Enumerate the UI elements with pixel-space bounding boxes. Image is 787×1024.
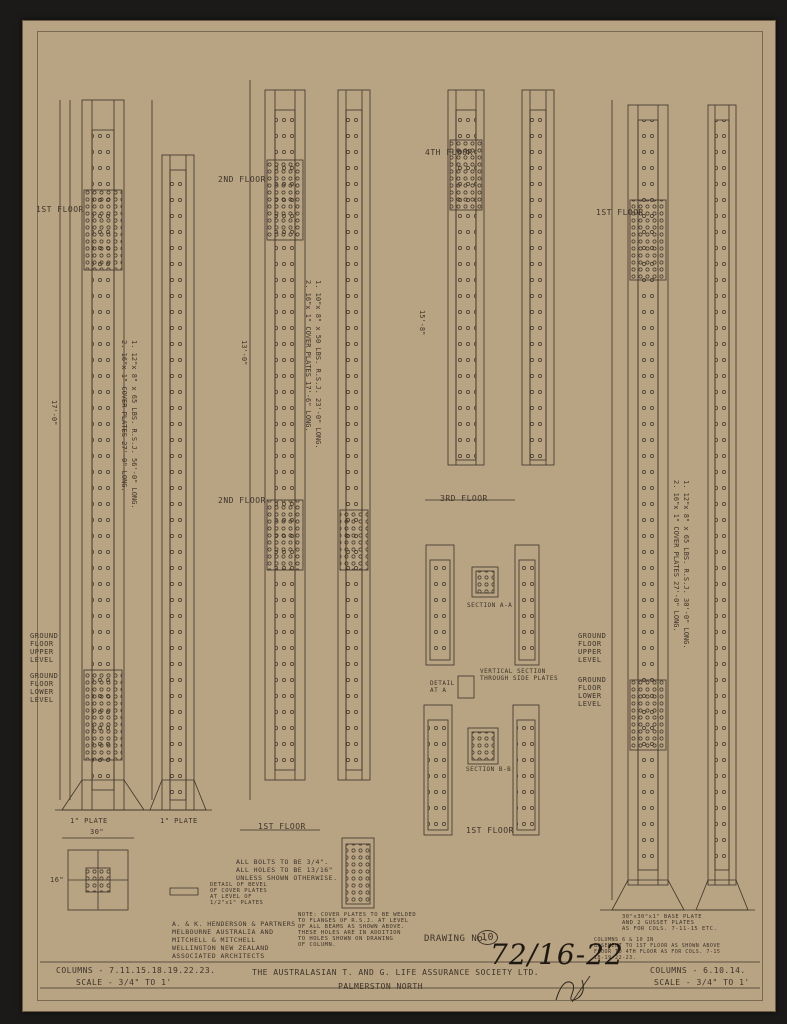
- bevel-notes: DETAIL OF BEVEL OF COVER PLATES AT LEVEL…: [210, 882, 267, 906]
- architect-line: MELBOURNE AUSTRALIA AND: [172, 928, 274, 936]
- ground-lower-label-left: GROUND FLOOR LOWER LEVEL: [30, 672, 59, 704]
- detail-a-label: DETAIL AT A: [430, 680, 455, 694]
- column-2: [145, 100, 212, 811]
- plate-label-2: 1" PLATE: [160, 817, 198, 825]
- spec-right-1: 1. 12"x 8" x 65 LBS. R.S.J. 30'-0" LONG.: [682, 480, 690, 649]
- drawing-border: [37, 31, 763, 1001]
- column-4: [337, 89, 371, 781]
- cover-note-line: NOTE: COVER PLATES TO BE WELDED: [298, 912, 417, 918]
- column-7: [600, 100, 690, 911]
- column-3: [240, 80, 320, 831]
- bolt-note-line: UNLESS SHOWN OTHERWISE.: [236, 874, 338, 882]
- right-scale: SCALE - 3/4" TO 1': [654, 978, 750, 987]
- spec-mid-2: 2. 16"x 1" COVER PLATES 17'-6" LONG.: [304, 280, 312, 432]
- column-6: [521, 89, 555, 466]
- drawing-number-label: DRAWING No.: [424, 934, 490, 944]
- cover-note-line: THESE HOLES ARE IN ADDITION: [298, 930, 401, 936]
- base-note-line: AS FOR COLS. 7-11-15 ETC.: [622, 926, 718, 932]
- dim-16: 16": [50, 876, 65, 884]
- center-title: THE AUSTRALASIAN T. AND G. LIFE ASSURANC…: [252, 968, 540, 977]
- section-b-label: SECTION B-B: [466, 766, 512, 773]
- section-a-label: SECTION A-A: [467, 602, 513, 609]
- base-plan-detail: [62, 837, 199, 911]
- spec-left-2: 2. 16"x 1" COVER PLATES 27'-0" LONG.: [120, 340, 128, 492]
- fourth-floor-label: 4TH FLOOR: [425, 148, 473, 157]
- dim-15: 15'-8": [418, 310, 426, 336]
- dim-17: 17'-0": [50, 400, 58, 426]
- architect-line: MITCHELL & MITCHELL: [172, 936, 256, 944]
- spec-left-1: 1. 12"x 8" x 65 LBS. R.S.J. 56'-0" LONG.: [130, 340, 138, 509]
- dim-30: 30": [90, 828, 105, 836]
- left-scale: SCALE - 3/4" TO 1': [76, 978, 172, 987]
- bolt-note-line: ALL HOLES TO BE 13/16": [236, 866, 334, 874]
- bevel-note-line: OF COVER PLATES: [210, 888, 268, 894]
- bevel-note-line: AT LEVEL OF: [210, 894, 252, 900]
- archive-number: 72/16-22: [490, 938, 624, 971]
- vertical-section-label: VERTICAL SECTION THROUGH SIDE PLATES: [480, 668, 559, 682]
- base-note-line: 30"x30"x1" BASE PLATE: [622, 914, 703, 920]
- base-right-line: 18-19-22-23.: [594, 955, 637, 961]
- cover-note-line: TO HOLES SHOWN ON DRAWING: [298, 936, 394, 942]
- architect-line: WELLINGTON NEW ZEALAND: [172, 944, 270, 952]
- first-floor-label-detail: 1ST FLOOR: [466, 826, 514, 835]
- ground-upper-label-right: GROUND FLOOR UPPER LEVEL: [578, 632, 607, 664]
- architects-block: A. & K. HENDERSON & PARTNERS MELBOURNE A…: [172, 920, 296, 960]
- base-right-line: FLOOR TO 4TH FLOOR AS FOR COLS. 7-15: [594, 949, 721, 955]
- first-floor-label-bottom: 1ST FLOOR: [258, 822, 306, 831]
- cover-plate-notes: NOTE: COVER PLATES TO BE WELDED TO FLANG…: [298, 912, 416, 948]
- left-title: COLUMNS - 7.11.15.18.19.22.23.: [56, 966, 216, 975]
- first-floor-label-right: 1ST FLOOR: [596, 208, 644, 217]
- architect-line: ASSOCIATED ARCHITECTS: [172, 952, 265, 960]
- detail-pieces: [341, 544, 540, 909]
- base-right-line: BASEMENT TO 1ST FLOOR AS SHOWN ABOVE: [594, 943, 721, 949]
- bolt-notes: ALL BOLTS TO BE 3/4". ALL HOLES TO BE 13…: [236, 858, 338, 882]
- base-right-notes: COLUMNS 6 & 10 IN BASEMENT TO 1ST FLOOR …: [594, 937, 720, 961]
- third-floor-label: 3RD FLOOR: [440, 494, 488, 503]
- bevel-note-line: DETAIL OF BEVEL: [210, 882, 268, 888]
- base-right-line: COLUMNS 6 & 10 IN: [594, 937, 654, 943]
- base-plate-notes: 30"x30"x1" BASE PLATE AND 2 GUSSET PLATE…: [622, 914, 717, 932]
- cover-note-line: TO FLANGES OF R.S.J. AT LEVEL: [298, 918, 409, 924]
- cover-note-line: OF ALL BEAMS AS SHOWN ABOVE.: [298, 924, 405, 930]
- cover-note-line: OF COLUMN.: [298, 942, 337, 948]
- second-floor-label-lower: 2ND FLOOR: [218, 496, 266, 505]
- plate-label-1: 1" PLATE: [70, 817, 108, 825]
- spec-mid-1: 1. 10"x 8" x 50 LBS. R.S.J. 23'-0" LONG.: [314, 280, 322, 449]
- first-floor-label-left: 1ST FLOOR: [36, 205, 84, 214]
- column-8: [690, 104, 755, 911]
- bevel-note-line: 1/2"x1" PLATES: [210, 900, 264, 906]
- column-5: [425, 89, 515, 501]
- spec-right-2: 2. 16"x 1" COVER PLATES 27'-0" LONG.: [672, 480, 680, 632]
- architect-line: A. & K. HENDERSON & PARTNERS: [172, 920, 296, 928]
- center-subtitle: PALMERSTON NORTH: [338, 982, 424, 991]
- column-1: [55, 99, 150, 811]
- ground-lower-label-right: GROUND FLOOR LOWER LEVEL: [578, 676, 607, 708]
- right-title: COLUMNS - 6.10.14.: [650, 966, 746, 975]
- ground-upper-label-left: GROUND FLOOR UPPER LEVEL: [30, 632, 59, 664]
- drawing-number: 10: [477, 930, 499, 945]
- dim-13: 13'-0": [240, 340, 248, 366]
- bolt-note-line: ALL BOLTS TO BE 3/4".: [236, 858, 329, 866]
- base-note-line: AND 2 GUSSET PLATES: [622, 920, 695, 926]
- second-floor-label: 2ND FLOOR: [218, 175, 266, 184]
